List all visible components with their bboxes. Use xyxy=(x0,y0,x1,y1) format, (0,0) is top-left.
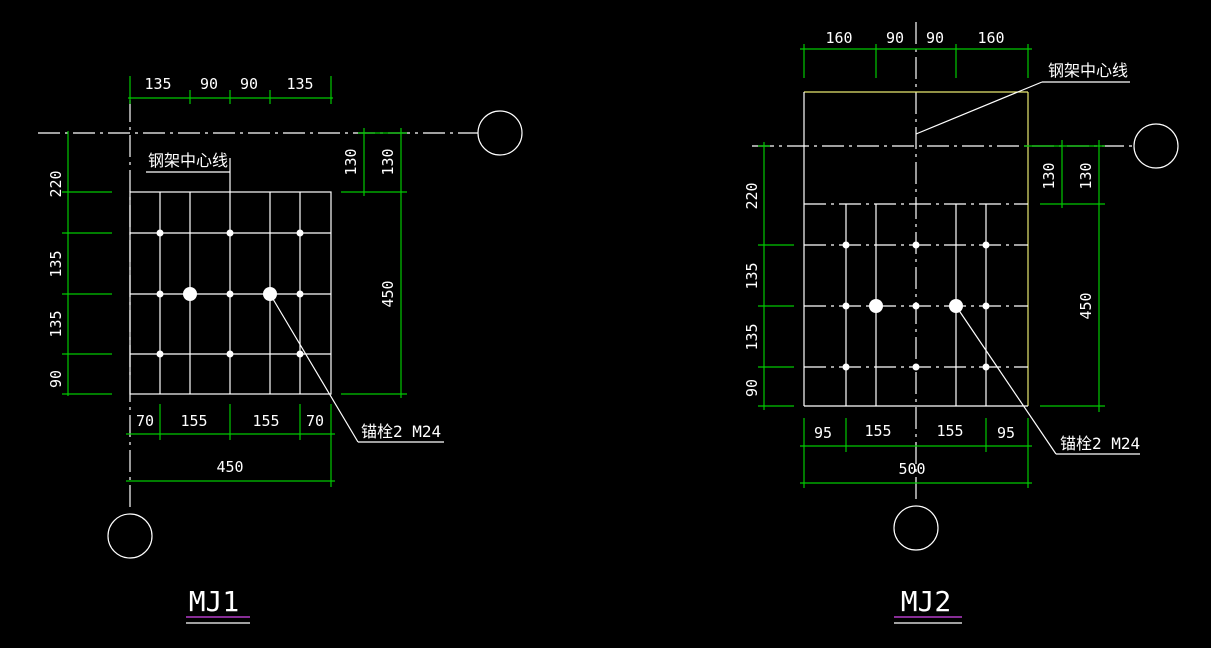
mj2-hole xyxy=(842,302,850,310)
mj1-top-dim: 135 xyxy=(286,75,313,93)
mj2-left-dim: 220 xyxy=(743,182,761,209)
mj2-hole xyxy=(912,241,920,249)
mj2-hole xyxy=(912,302,920,310)
mj1-left-dim: 135 xyxy=(47,250,65,277)
mj2-top-dim: 160 xyxy=(825,29,852,47)
mj2-axis-bubble-bottom xyxy=(893,505,939,551)
mj1-left-dim: 90 xyxy=(47,370,65,388)
mj1-top-dim: 135 xyxy=(144,75,171,93)
mj2-hole xyxy=(912,363,920,371)
mj1-hole xyxy=(156,229,164,237)
mj2-centerline-leader xyxy=(915,81,1043,135)
mj2-hole xyxy=(982,302,990,310)
mj2-title: MJ2 xyxy=(901,585,952,618)
mj2-axis-bubble-right xyxy=(1133,123,1179,169)
mj2-left-dim: 135 xyxy=(743,323,761,350)
mj2-anchor-bolt xyxy=(869,299,883,313)
mj2-hole xyxy=(982,241,990,249)
mj1-axis-bubble-bottom xyxy=(107,513,153,559)
mj1-hole xyxy=(296,350,304,358)
mj1-left-dim: 220 xyxy=(47,170,65,197)
mj1-hole xyxy=(226,229,234,237)
mj1-right-height: 450 xyxy=(379,280,397,307)
mj1-overall-width: 450 xyxy=(216,458,243,476)
mj2-hole xyxy=(842,363,850,371)
mj2-bottom-dim: 95 xyxy=(997,424,1015,442)
mj2-anchor-leader xyxy=(955,305,1057,455)
mj1-hole xyxy=(226,350,234,358)
mj1-axis-bubble-right xyxy=(477,110,523,156)
mj1-bottom-dim: 155 xyxy=(180,412,207,430)
mj1-right-dim: 130 xyxy=(342,148,360,175)
mj2-top-dim: 160 xyxy=(977,29,1004,47)
mj2-right-height: 450 xyxy=(1077,292,1095,319)
mj2-right-dim: 130 xyxy=(1040,162,1058,189)
mj1-hole xyxy=(296,229,304,237)
mj2-centerline-label: 钢架中心线 xyxy=(1048,61,1128,80)
mj2-bottom-dim: 155 xyxy=(936,422,963,440)
mj1-anchor-label: 锚栓2 M24 xyxy=(361,422,441,441)
mj1-anchor-bolt xyxy=(183,287,197,301)
mj1-hole xyxy=(156,290,164,298)
mj1-bottom-dim: 70 xyxy=(136,412,154,430)
mj1-title: MJ1 xyxy=(189,585,240,618)
mj2-top-dim: 90 xyxy=(926,29,944,47)
mj2-right-dim: 130 xyxy=(1077,162,1095,189)
mj1-bottom-dim: 155 xyxy=(252,412,279,430)
mj2-bottom-dim: 155 xyxy=(864,422,891,440)
mj2-left-dim: 90 xyxy=(743,379,761,397)
mj1-centerline-label: 钢架中心线 xyxy=(148,151,228,170)
mj2-left-dim: 135 xyxy=(743,262,761,289)
mj1-hole xyxy=(296,290,304,298)
mj1-left-dim: 135 xyxy=(47,310,65,337)
mj2-detail: 160 90 90 160 95 155 155 95 500 220 135 … xyxy=(743,22,1179,624)
mj2-overall-width: 500 xyxy=(898,460,925,478)
mj1-right-dim: 130 xyxy=(379,148,397,175)
mj2-anchor-label: 锚栓2 M24 xyxy=(1060,434,1140,453)
mj1-bottom-dim: 70 xyxy=(306,412,324,430)
mj2-hole xyxy=(982,363,990,371)
mj2-bottom-dim: 95 xyxy=(814,424,832,442)
mj1-anchor-leader xyxy=(269,293,359,443)
mj2-top-dim: 90 xyxy=(886,29,904,47)
mj2-hole xyxy=(842,241,850,249)
mj1-top-dim: 90 xyxy=(240,75,258,93)
mj1-top-dim: 90 xyxy=(200,75,218,93)
mj1-detail: 135 90 90 135 70 155 155 70 450 220 135 … xyxy=(38,75,523,624)
mj1-hole xyxy=(226,290,234,298)
mj1-hole xyxy=(156,350,164,358)
